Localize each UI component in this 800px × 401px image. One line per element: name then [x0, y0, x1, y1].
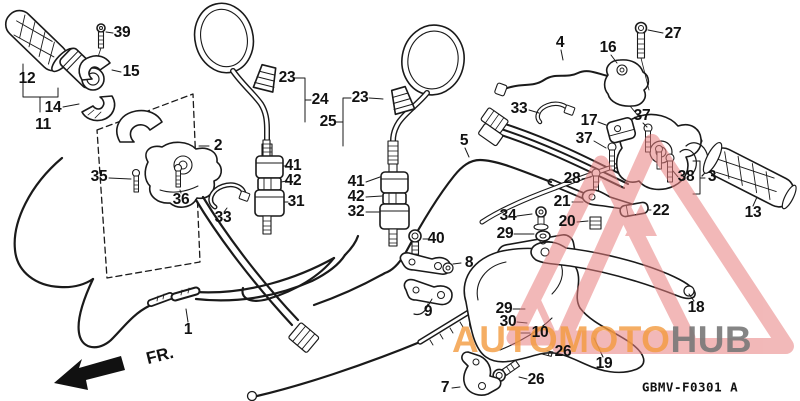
bolt-40 — [408, 229, 422, 259]
callout-4: 4 — [555, 34, 565, 51]
callout-38: 38 — [677, 168, 695, 185]
callout-14: 14 — [44, 99, 62, 116]
callout-30: 30 — [499, 313, 517, 330]
diagram-code: GBMV-F0301 A — [641, 379, 739, 395]
screw-35 — [131, 168, 141, 193]
callout-26-upper: 26 — [554, 343, 572, 360]
callout-40: 40 — [427, 230, 445, 247]
callout-21: 21 — [553, 193, 571, 210]
callout-18: 18 — [687, 299, 705, 316]
callout-24: 24 — [311, 91, 329, 108]
switch-housing — [144, 141, 223, 208]
switch-clamp — [116, 109, 163, 143]
switch-assembly-box — [96, 93, 201, 279]
callout-13: 13 — [744, 204, 762, 221]
callout-16: 16 — [599, 39, 617, 56]
bracket-8 — [399, 252, 454, 275]
callout-42-left: 42 — [284, 172, 302, 189]
callout-17: 17 — [580, 112, 598, 129]
screw-39 — [96, 23, 106, 61]
watermark-logo — [506, 134, 794, 354]
clamp-14 — [81, 95, 116, 122]
bolt-27 — [634, 21, 650, 91]
callout-33-left: 33 — [214, 209, 232, 226]
callout-33-right: 33 — [510, 100, 528, 117]
screw-36 — [173, 163, 183, 188]
callout-35: 35 — [90, 168, 108, 185]
bracket-7 — [461, 351, 502, 396]
callout-15: 15 — [122, 63, 140, 80]
spring-20 — [589, 216, 602, 230]
callout-31: 31 — [287, 193, 305, 210]
clamp-15 — [78, 55, 111, 81]
adapter-stack-left — [254, 139, 285, 235]
callout-10: 10 — [531, 324, 549, 341]
callout-27: 27 — [664, 25, 682, 42]
callout-11: 11 — [35, 116, 51, 133]
callout-12: 12 — [18, 70, 36, 87]
bushing-29-upper — [535, 230, 551, 245]
callout-36: 36 — [172, 191, 190, 208]
callout-42-right: 42 — [347, 188, 365, 205]
callout-5: 5 — [459, 132, 469, 149]
bracket-17 — [606, 117, 637, 144]
callout-32: 32 — [347, 203, 365, 220]
watermark-text-orange: AUTOMOTO — [452, 319, 671, 360]
callout-22: 22 — [652, 202, 670, 219]
callout-2: 2 — [213, 137, 223, 154]
callout-28: 28 — [563, 170, 581, 187]
watermark-text-gray: HUB — [670, 319, 753, 360]
callout-8: 8 — [464, 254, 474, 271]
callout-19: 19 — [595, 355, 613, 372]
fr-arrow — [54, 356, 125, 390]
callout-20: 20 — [558, 213, 576, 230]
callout-25: 25 — [319, 113, 337, 130]
band-clamp-33-left — [208, 182, 251, 210]
callout-26-lower: 26 — [527, 371, 545, 388]
adapter-stack-right — [379, 163, 410, 247]
callout-3: 3 — [707, 168, 717, 185]
callout-23-left: 23 — [278, 69, 296, 86]
cable-adjusters — [147, 286, 201, 307]
callout-39: 39 — [113, 24, 131, 41]
right-grip — [702, 141, 797, 210]
bracket-16 — [603, 59, 650, 119]
band-clamp-33-right — [535, 101, 576, 125]
bracket-9 — [403, 278, 453, 316]
callout-41-left: 41 — [284, 157, 302, 174]
callout-1: 1 — [183, 321, 193, 338]
callout-34: 34 — [499, 207, 517, 224]
mirror-boot-23-right — [390, 85, 416, 116]
throttle-cable — [13, 156, 360, 349]
callout-23-right: 23 — [351, 89, 369, 106]
mirror-boot-23-left — [252, 63, 277, 93]
callout-29-lower: 29 — [495, 300, 513, 317]
right-mirror — [387, 24, 465, 165]
watermark: AUTOMOTOHUB — [452, 321, 752, 358]
callout-29-upper: 29 — [496, 225, 514, 242]
callout-37-right: 37 — [633, 107, 651, 124]
callout-41-right: 41 — [347, 173, 365, 190]
bolt-34 — [533, 206, 549, 231]
callout-9: 9 — [423, 303, 433, 320]
callout-7: 7 — [440, 379, 450, 396]
switch-wire-harness — [194, 195, 320, 353]
callout-37-left: 37 — [575, 130, 593, 147]
